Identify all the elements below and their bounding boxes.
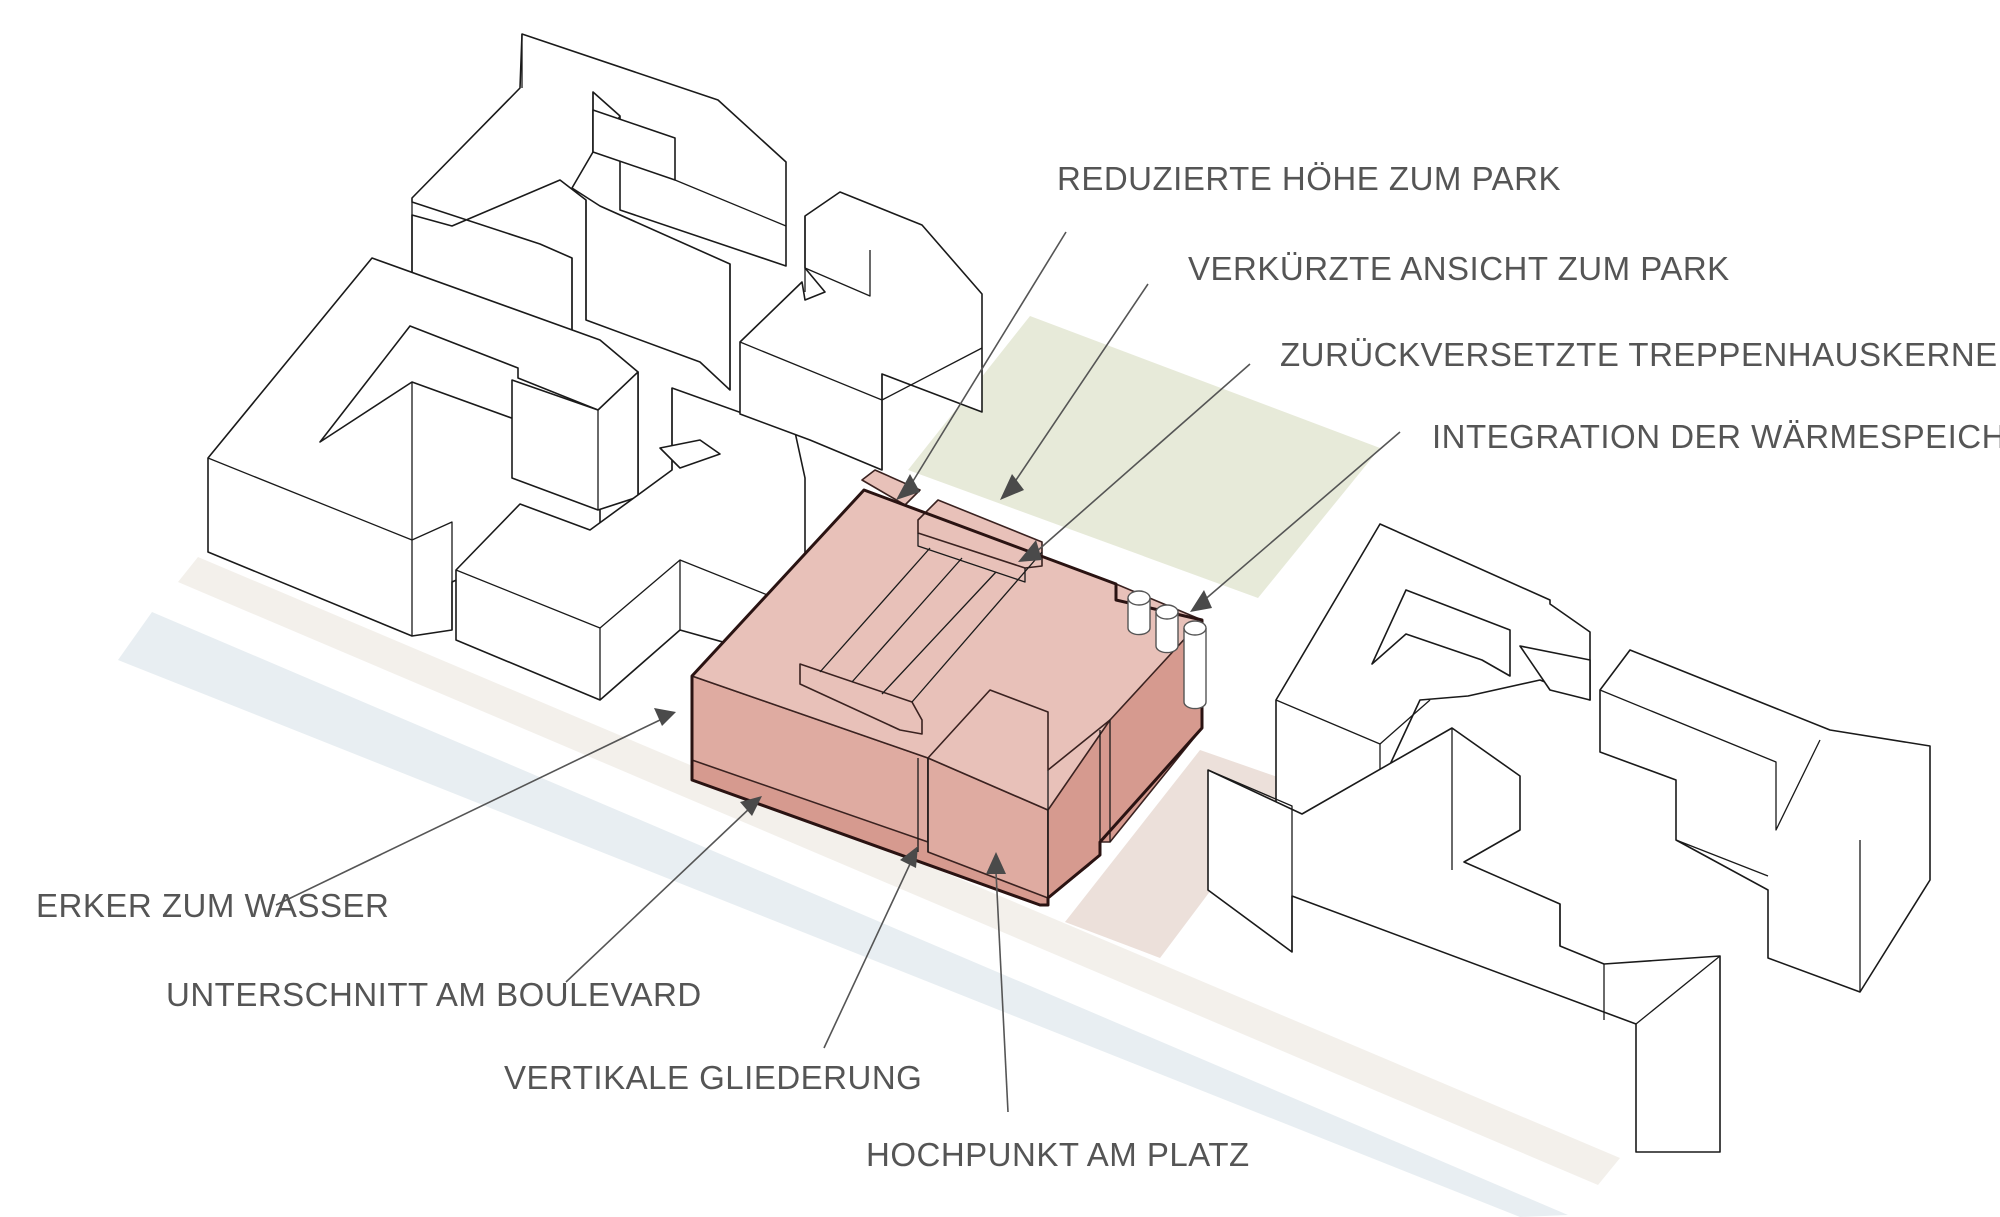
annotation-leaders	[275, 231, 1401, 1113]
label-unterschnitt: UNTERSCHNITT AM BOULEVARD	[166, 976, 702, 1013]
boulevard-strip	[178, 557, 1620, 1185]
label-gliederung: VERTIKALE GLIEDERUNG	[504, 1059, 922, 1096]
label-reduzierte-hoehe: REDUZIERTE HÖHE ZUM PARK	[1057, 160, 1561, 197]
label-treppenhauskerne: ZURÜCKVERSETZTE TREPPENHAUSKERNE	[1280, 336, 1998, 373]
water-strip	[118, 612, 1568, 1217]
building-block-w	[207, 257, 639, 637]
label-hochpunkt: HOCHPUNKT AM PLATZ	[866, 1136, 1250, 1173]
annotation-labels: REDUZIERTE HÖHE ZUM PARK VERKÜRZTE ANSIC…	[36, 160, 2000, 1173]
label-waermespeicher: INTEGRATION DER WÄRMESPEICHER	[1432, 418, 2000, 455]
heat-storage-tanks	[1127, 590, 1207, 710]
label-erker: ERKER ZUM WASSER	[36, 887, 389, 924]
building-block-cw	[455, 387, 806, 701]
building-block-se	[1207, 727, 1721, 1153]
label-verkuerzte-ansicht: VERKÜRZTE ANSICHT ZUM PARK	[1188, 250, 1730, 287]
highlighted-building	[690, 469, 1204, 907]
building-block-n	[739, 191, 983, 471]
building-block-e	[1275, 523, 1931, 993]
